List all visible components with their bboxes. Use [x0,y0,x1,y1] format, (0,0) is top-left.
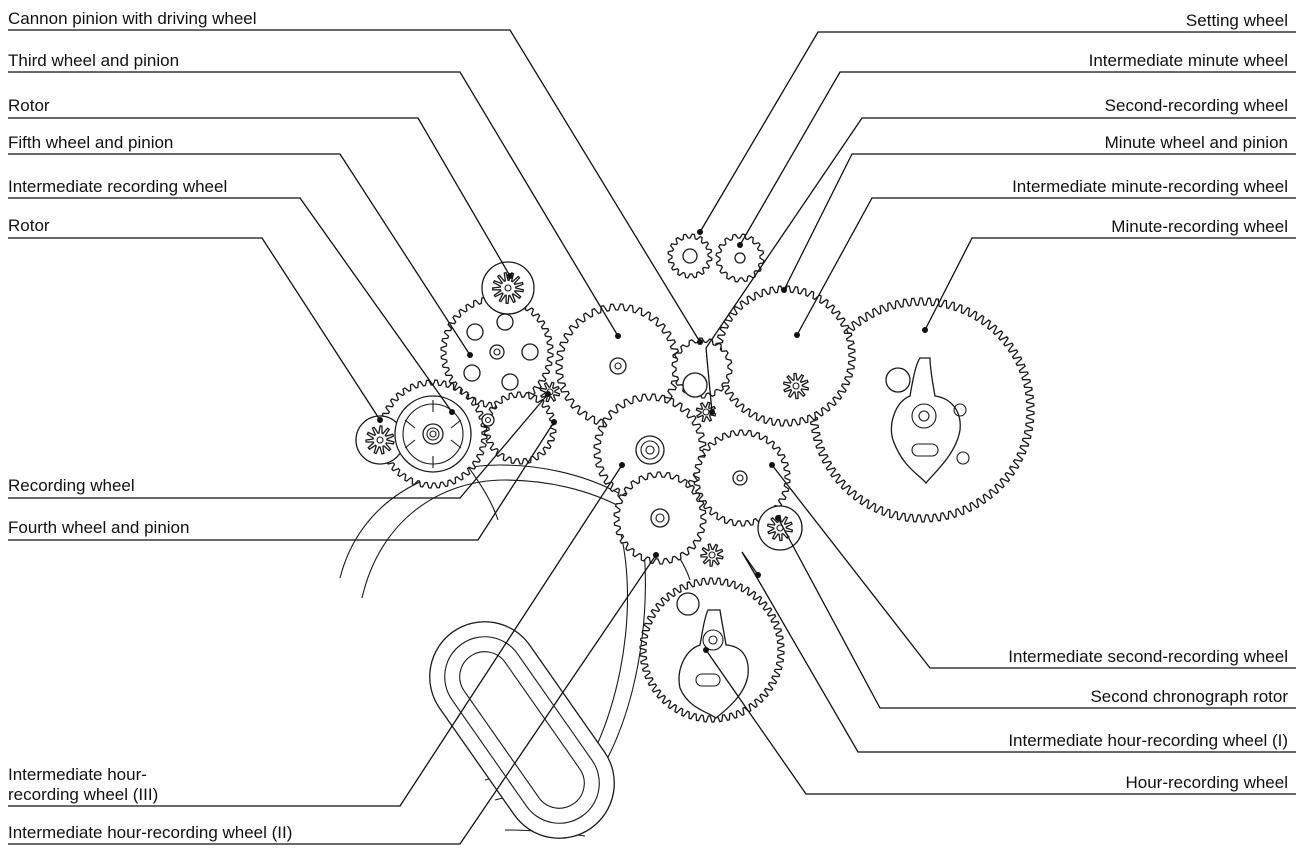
label-rotor-1: Rotor [8,96,50,115]
label-minute-wheel: Minute wheel and pinion [1105,133,1288,152]
label-fourth-wheel: Fourth wheel and pinion [8,518,189,537]
leader-dots [377,229,928,653]
label-int-hour-rec-3-line1: Intermediate hour- [8,765,147,784]
labels-left: Cannon pinion with driving wheel Third w… [8,9,292,842]
label-setting-wheel: Setting wheel [1186,11,1288,30]
label-hour-recording: Hour-recording wheel [1125,773,1288,792]
labels-right: Setting wheel Intermediate minute wheel … [1008,11,1288,792]
int-minute-rec-star-hub [792,382,800,390]
label-int-minute-wheel: Intermediate minute wheel [1089,51,1288,70]
label-intermediate-recording: Intermediate recording wheel [8,177,227,196]
minute-wheel-gear [714,285,856,427]
rotor-pointer [429,621,615,839]
int-minute-rec-star [782,372,810,400]
second-recording-star [695,401,717,423]
label-int-hour-rec-1: Intermediate hour-recording wheel (I) [1008,731,1288,750]
gear-details [394,248,970,719]
label-second-chrono-rotor: Second chronograph rotor [1090,687,1288,706]
label-int-second-recording: Intermediate second-recording wheel [1008,647,1288,666]
label-third-wheel: Third wheel and pinion [8,51,179,70]
label-minute-recording: Minute-recording wheel [1111,217,1288,236]
rotor-top-star [491,271,525,305]
label-recording-wheel: Recording wheel [8,476,135,495]
rotor-left-star [365,425,395,455]
int-hour-rec-i-star [700,543,724,567]
label-int-hour-rec-2: Intermediate hour-recording wheel (II) [8,823,292,842]
label-int-minute-recording: Intermediate minute-recording wheel [1012,177,1288,196]
label-second-recording: Second-recording wheel [1105,96,1288,115]
label-fifth-wheel: Fifth wheel and pinion [8,133,173,152]
label-rotor-2: Rotor [8,216,50,235]
rotor-top-star-hub [504,284,512,292]
rotor-left-star-hub [376,436,384,444]
label-int-hour-rec-3-line2: recording wheel (III) [8,785,158,804]
leader-lines [8,29,1296,845]
int-hour-rec-i-star-hub [708,551,716,559]
label-cannon-pinion: Cannon pinion with driving wheel [8,9,257,28]
